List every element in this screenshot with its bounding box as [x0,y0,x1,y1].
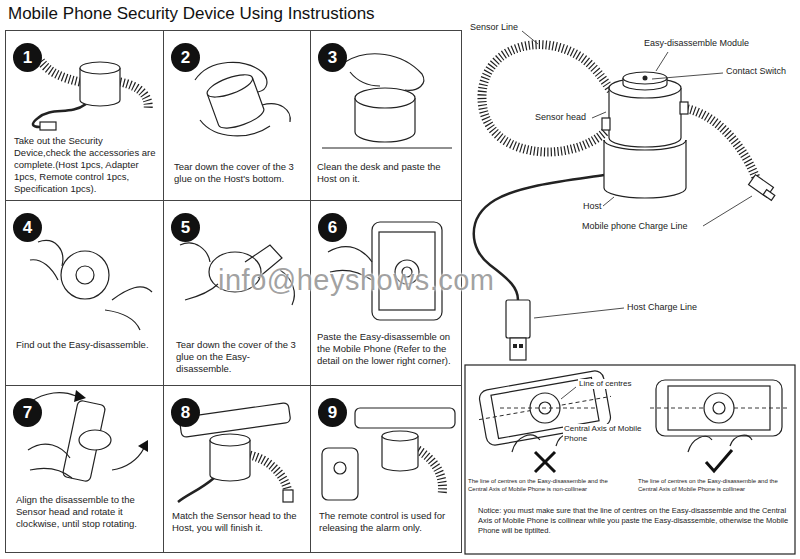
step-text: Tear down the cover of the 3 glue on the… [176,339,304,375]
step-text: The remote control is used for releasing… [319,510,457,534]
step-text: Align the disassemble to the Sensor head… [16,494,156,530]
step-panel: Take out the Security Device,check the a… [5,30,164,201]
step-number-circle: 6 [318,213,347,242]
security-device-figure [474,45,775,360]
step-number-circle: 8 [171,398,200,427]
step-panel: Match the Sensor head to the Host, you w… [163,385,311,553]
step-text: Match the Sensor head to the Host, you w… [172,510,308,534]
leader-lines [522,31,752,318]
caption-note: The line of centres on the Easy-disassem… [468,478,620,493]
part-label: Easy-disassemble Module [644,38,749,49]
step-number: 5 [181,219,190,236]
step-number-circle: 7 [13,398,42,427]
step-number-circle: 3 [318,43,347,72]
step-number: 1 [23,49,32,66]
step-panel: Find out the Easy-disassemble. 4 [5,200,164,386]
host-with-accessories [33,60,148,130]
step-number: 9 [328,404,337,421]
step-panel: The remote control is used for releasing… [310,385,462,553]
easy-disassemble-in-hand [30,241,152,330]
step-number-circle: 2 [171,43,200,72]
step-text: Tear down the cover of the 3 glue on the… [174,161,306,185]
host-cover-peel [195,62,290,136]
step-text: Find out the Easy-disassemble. [16,339,156,351]
step-number: 8 [181,404,190,421]
notice-text: Notice: you must make sure that the line… [478,506,790,536]
part-label: Sensor Line [470,22,518,33]
step-number: 7 [23,404,32,421]
step-number: 6 [328,219,337,236]
part-label: Sensor head [535,112,586,123]
step-panel: Clean the desk and paste the Host on it.… [310,30,462,201]
rotate-align [28,390,148,482]
step-number: 2 [181,49,190,66]
step-number-circle: 1 [13,43,42,72]
diagram-title: Mobile Phone Security Device Using Instr… [8,4,375,24]
part-label: Host [583,201,602,212]
step-text: Clean the desk and paste the Host on it. [317,161,457,185]
part-label: Host Charge Line [627,302,697,313]
detail-label: Central Axis of Mobile Phone [563,424,643,444]
watermark: info@heyshows.com [218,262,495,298]
step-number-circle: 9 [318,398,347,427]
step-number: 3 [328,49,337,66]
step-panel: Align the disassemble to the Sensor head… [5,385,164,553]
part-label: Contact Switch [726,66,786,77]
step-text: Paste the Easy-disassemble on the Mobile… [317,331,457,367]
step-number-circle: 5 [171,213,200,242]
step-panel: Tear down the cover of the 3 glue on the… [163,30,311,201]
caption-note: The line of centres on the Easy-disassem… [638,478,790,493]
collinear-detail [465,365,795,554]
step-text: Take out the Security Device,check the a… [14,135,159,195]
detail-label: Line of centres [578,379,632,389]
step-number: 4 [23,219,32,236]
step-number-circle: 4 [13,213,42,242]
part-label: Mobile phone Charge Line [582,221,688,232]
